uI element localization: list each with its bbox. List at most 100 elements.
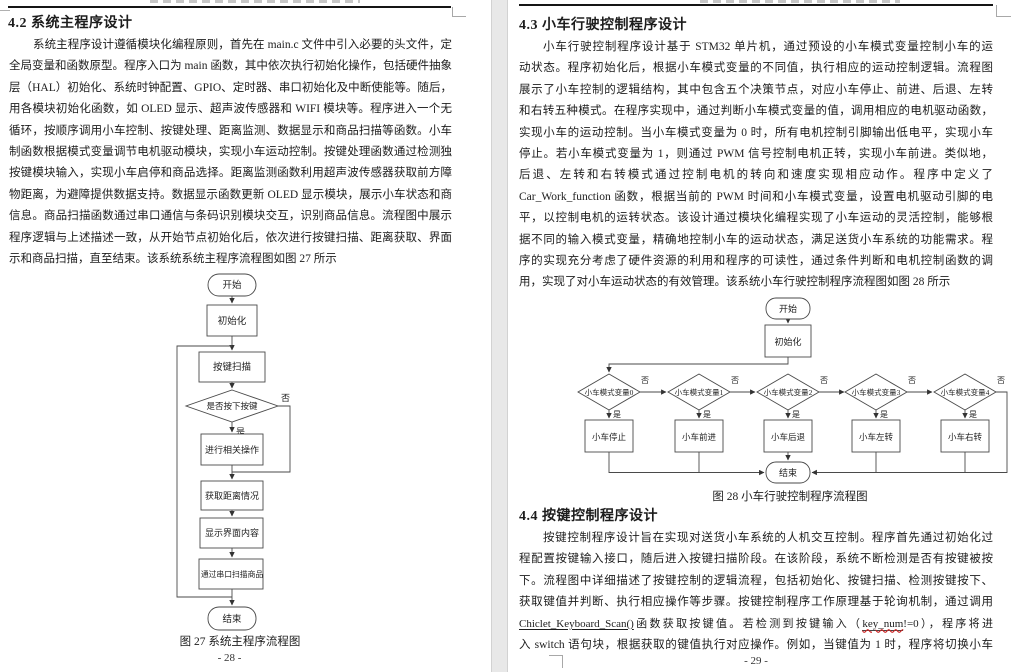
node-display-shape xyxy=(199,517,264,549)
node-decision-shape xyxy=(184,389,280,423)
body-line: 物距离，为避障提供数据支持。数据显示函数更新 OLED 显示模块，展示小车状态和… xyxy=(9,188,452,201)
label-no: 否 xyxy=(997,376,1005,385)
body-line: 按键模块输入，实现小车启停和商品选择。距离监测函数利用超声波传感器获取前方障碍 xyxy=(9,167,452,180)
node-start-shape xyxy=(765,297,811,320)
flowchart-figure-27: 开始 初始化 按键扫描 是否按下按键 否 是 进行相关操作 获取距离情况 显示界… xyxy=(176,273,291,631)
decision-mode2-shape xyxy=(756,373,820,411)
label-no: 否 xyxy=(731,376,739,385)
node-distance-shape xyxy=(200,480,264,511)
action-forward: 小车前进 xyxy=(682,432,717,442)
label-no: 否 xyxy=(281,393,290,403)
node-product-shape xyxy=(198,558,264,590)
decision-mode3: 小车模式变量3 xyxy=(852,387,901,397)
section-heading-4-3: 4.3 小车行驶控制程序设计 xyxy=(519,18,687,33)
body-line: 展示了小车控制的逻辑结构，其中包含五个决策节点，对应小车停止、前进、后退、左转 xyxy=(519,83,993,96)
action-right: 小车右转 xyxy=(948,432,983,442)
action-left: 小车左转 xyxy=(859,432,894,442)
body-line: 用各模块初始化函数，如 OLED 显示、超声波传感器和 WIFI 模块等。程序进… xyxy=(9,103,452,116)
node-start: 开始 xyxy=(222,279,242,291)
body-line: 入 switch 语句块，根据获取的键值执行对应操作。例如，当键值为 1 时，程… xyxy=(519,638,993,651)
code-ref-variable: key_num xyxy=(862,617,904,631)
page-number-28: - 28 - xyxy=(217,652,242,664)
body-line: 获取键值并判断、执行相应操作等步骤。按键控制程序工作原理基于轮询机制，通过调用 xyxy=(519,596,993,609)
page-number-29: - 29 - xyxy=(744,655,768,667)
section-heading-4-4: 4.4 按键控制程序设计 xyxy=(519,509,658,524)
node-end-shape xyxy=(207,606,257,631)
action-right-shape xyxy=(940,419,990,453)
decision-mode1-shape xyxy=(667,373,731,411)
label-yes: 是 xyxy=(792,410,800,419)
decision-mode3-shape xyxy=(844,373,908,411)
node-end-shape xyxy=(765,461,811,484)
decision-mode4-shape xyxy=(933,373,997,411)
body-line: 下。流程图中详细描述了按键控制的逻辑流程，包括初始化、按键扫描、检测按键按下、 xyxy=(519,574,993,587)
body-line: 动状态。程序初始化后，根据小车模式变量的不同值，执行相应的运动控制逻辑。流程图 xyxy=(519,62,993,75)
body-line: 停止。若小车模式变量为 1，则通过 PWM 信号控制电机正转，实现小车前进。类似… xyxy=(519,147,993,160)
body-line: 序的实现充分考虑了硬件资源的利用和程序的可读性，通过条件判断和电机控制函数的调 xyxy=(519,254,993,267)
node-display: 显示界面内容 xyxy=(205,527,259,538)
decision-mode2: 小车模式变量2 xyxy=(764,387,813,397)
label-yes: 是 xyxy=(613,410,621,419)
label-yes: 是 xyxy=(880,410,888,419)
action-backward-shape xyxy=(763,419,813,453)
text-boundary-mark xyxy=(549,655,563,668)
body-line: 程序逻辑与上述描述一致，从开始节点初始化后，依次进行按键扫描、距离获取、界面显 xyxy=(9,231,452,244)
decision-mode4: 小车模式变量4 xyxy=(941,387,990,397)
figure-27-caption: 图 27 系统主程序流程图 xyxy=(179,636,301,648)
header-text-cropped xyxy=(150,0,360,3)
text-boundary-mark xyxy=(452,7,466,17)
body-line: Chiclet_Keyboard_Scan()函数获取按键值。若检测到按键输入（… xyxy=(519,614,993,635)
decision-mode1: 小车模式变量1 xyxy=(675,387,724,397)
label-no: 否 xyxy=(820,376,828,385)
decision-mode0: 小车模式变量0 xyxy=(585,387,634,397)
header-rule xyxy=(519,4,993,6)
body-line: 程配置按键输入接口，随后进入按键扫描阶段。在该阶段，系统不断检测是否有按键被按 xyxy=(519,553,993,566)
node-init: 初始化 xyxy=(218,315,247,327)
section-heading-4-2: 4.2 系统主程序设计 xyxy=(8,16,133,31)
node-end: 结束 xyxy=(779,467,797,478)
body-line: 信息。商品扫描函数通过串口通信与条码识别模块交互，识别商品信息。流程图中展示的 xyxy=(9,210,452,223)
header-text-cropped xyxy=(700,0,900,3)
node-start-shape xyxy=(207,273,257,297)
node-decision: 是否按下按键 xyxy=(206,401,258,411)
page-right: 4.3 小车行驶控制程序设计 小车行驶控制程序设计基于 STM32 单片机，通过… xyxy=(506,0,1024,672)
right-body2-text: 按键控制程序设计旨在实现对送货小车系统的人机交互控制。程序首先通过初始化过 程配… xyxy=(519,528,993,656)
body-text-segment: 函数获取按键值。若检测到按键输入（ xyxy=(633,617,863,630)
node-init: 初始化 xyxy=(774,336,801,347)
body-line: 据不同的输入模式变量，精确地控制小车的运动状态，满足送货小车系统的功能需求。程 xyxy=(519,233,993,246)
body-line: 循环，按顺序调用小车控制、按键处理、距离监测、数据显示和商品扫描等函数。小车控 xyxy=(9,124,452,137)
label-no: 否 xyxy=(641,376,649,385)
label-yes: 是 xyxy=(969,410,977,419)
flowchart-figure-28: 开始 初始化 小车模式变量0 小车模式变量1 小车模式变量2 小车模式变量3 小… xyxy=(577,297,1008,484)
decision-mode0-shape xyxy=(577,373,641,411)
text-boundary-mark xyxy=(996,5,1011,17)
code-ref-function: Chiclet_Keyboard_Scan() xyxy=(519,617,634,630)
figure-28-caption: 图 28 小车行驶控制程序流程图 xyxy=(712,491,868,503)
body-line: 后退、左转和右转模式通过控制电机的转向和速度实现相应动作。程序中定义了 xyxy=(519,169,993,182)
header-rule xyxy=(8,6,451,8)
body-line: 制函数根据模式变量调节电机驱动模块，实现小车运动控制。按键处理函数通过检测独立 xyxy=(9,145,452,158)
page-left: 4.2 系统主程序设计 系统主程序设计遵循模块化编程原则，首先在 main.c … xyxy=(0,0,491,672)
node-keyscan-shape xyxy=(198,351,266,383)
body-line: 用，实现了对小车运动状态的有效管理。该系统小车行驶控制程序流程图如图 28 所示 xyxy=(519,276,951,289)
action-forward-shape xyxy=(674,419,724,453)
page-gap xyxy=(491,0,508,672)
node-keyscan: 按键扫描 xyxy=(213,361,252,373)
action-stop-shape xyxy=(584,419,634,453)
action-left-shape xyxy=(851,419,901,453)
node-end: 结束 xyxy=(222,613,242,625)
node-operate-shape xyxy=(200,433,264,466)
node-distance: 获取距离情况 xyxy=(205,490,259,501)
body-line: Car_Work_function 函数，根据当前的 PWM 时间和小车模式变量… xyxy=(519,190,993,203)
body-line: 系统主程序设计遵循模块化编程原则，首先在 main.c 文件中引入必要的头文件，… xyxy=(33,39,452,51)
body-line: 平，以控制电机的运转状态。该设计通过模块化编程实现了小车运动的灵活控制，能够根 xyxy=(519,212,993,225)
body-line: 全局变量和函数原型。程序入口为 main 函数，其中依次执行初始化操作，包括硬件… xyxy=(9,60,452,73)
body-line: 层（HAL）初始化、系统时钟配置、GPIO、定时器、串口初始化及中断使能等。随后… xyxy=(9,81,452,94)
label-yes: 是 xyxy=(236,427,245,437)
node-init-shape xyxy=(206,304,258,337)
action-backward: 小车后退 xyxy=(771,432,806,442)
body-line: 实现小车的运动控制。当小车模式变量为 0 时，所有电机控制引脚输出低电平，实现小… xyxy=(519,126,993,139)
node-product: 通过串口扫描商品 xyxy=(201,569,264,579)
node-start: 开始 xyxy=(779,303,797,314)
